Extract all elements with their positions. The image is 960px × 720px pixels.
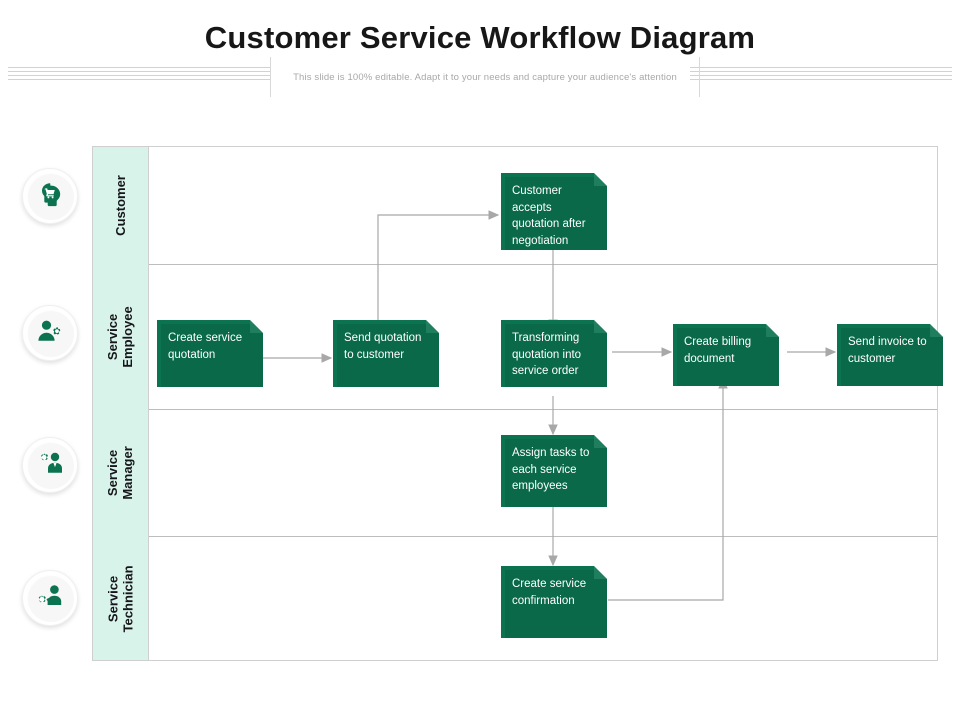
lane-label-text-line2: Manager [120, 445, 135, 500]
persona-badge-service-technician [22, 570, 78, 626]
lane-divider-1 [149, 264, 937, 265]
lane-divider-2 [149, 409, 937, 410]
process-box-transform-quotation[interactable]: Transforming quotation into service orde… [501, 320, 607, 387]
technician-wrench-gear-icon [35, 582, 65, 615]
persona-badge-service-manager [22, 437, 78, 493]
process-box-create-billing[interactable]: Create billing document [673, 324, 779, 386]
lane-label-service-employee: Service Employee [93, 264, 149, 409]
persona-badge-customer [22, 168, 78, 224]
lane-label-service-manager: Service Manager [93, 409, 149, 536]
gear-manager-icon [35, 449, 65, 482]
process-box-label: Create billing document [684, 336, 752, 365]
process-box-label: Assign tasks to each service employees [512, 447, 590, 493]
subtitle-container: This slide is 100% editable. Adapt it to… [270, 57, 700, 97]
lane-label-customer: Customer [93, 147, 149, 264]
lane-label-text-line1: Service [105, 575, 121, 623]
lane-label-text-line2: Employee [120, 305, 136, 368]
process-box-label: Transforming quotation into service orde… [512, 332, 582, 378]
process-box-label: Customer accepts quotation after negotia… [512, 185, 586, 248]
process-box-send-invoice[interactable]: Send invoice to customer [837, 324, 943, 386]
lane-label-text-line1: Service [105, 313, 121, 360]
decorative-lines-right [690, 67, 952, 80]
process-box-label: Create service confirmation [512, 578, 587, 607]
lane-label-text-line2: Technician [120, 565, 136, 633]
process-box-label: Create service quotation [168, 332, 243, 361]
subtitle-text: This slide is 100% editable. Adapt it to… [293, 71, 677, 83]
customer-head-cart-icon [36, 180, 64, 213]
process-box-customer-accepts[interactable]: Customer accepts quotation after negotia… [501, 173, 607, 250]
decorative-lines-left [8, 67, 270, 80]
lane-label-service-technician: Service Technician [93, 536, 149, 662]
process-box-create-confirmation[interactable]: Create service confirmation [501, 566, 607, 638]
lane-divider-3 [149, 536, 937, 537]
process-box-assign-tasks[interactable]: Assign tasks to each service employees [501, 435, 607, 507]
connector-send-to-accept [377, 210, 500, 332]
subtitle-band: This slide is 100% editable. Adapt it to… [0, 57, 960, 97]
process-box-label: Send invoice to customer [848, 336, 927, 365]
swimlane-frame: Customer Service Employee Service Manage… [92, 146, 938, 661]
process-box-create-quotation[interactable]: Create service quotation [157, 320, 263, 387]
person-gear-icon [35, 317, 65, 350]
connector-confirmation-to-billing [608, 377, 728, 601]
process-box-label: Send quotation to customer [344, 332, 422, 361]
process-box-send-quotation[interactable]: Send quotation to customer [333, 320, 439, 387]
page-title: Customer Service Workflow Diagram [204, 20, 756, 55]
lane-label-column [93, 147, 149, 660]
lane-label-text-line1: Service [105, 449, 121, 496]
lane-label-text: Customer [112, 175, 128, 236]
persona-badge-service-employee [22, 305, 78, 361]
